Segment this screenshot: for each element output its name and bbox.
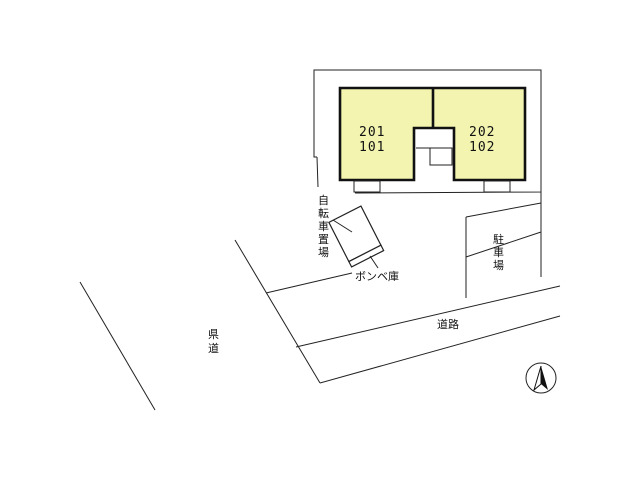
bicycle-parking-shed	[328, 205, 385, 268]
site-bottom-boundary	[266, 277, 541, 293]
gas-label-leader	[369, 255, 379, 269]
bicycle-parking-char-2: 転	[318, 207, 329, 220]
prefectural-road-label: 県 道	[208, 328, 219, 355]
prefectural-road-char-1: 県	[208, 328, 219, 341]
site-boundary-left	[316, 156, 319, 188]
bicycle-parking-char-5: 場	[318, 246, 329, 259]
bicycle-parking-char-4: 置	[318, 233, 329, 246]
parking-label: 駐 車 場	[493, 232, 504, 272]
parking-char-1: 駐	[493, 232, 504, 246]
site-lower-edge	[265, 272, 353, 294]
site-lower-edge-2	[380, 267, 541, 277]
road	[234, 239, 561, 384]
road-left-edge	[234, 239, 321, 384]
unit-label-101: 101	[359, 140, 385, 155]
bicycle-parking-char-1: 自	[318, 194, 329, 207]
unit-label-201: 201	[359, 125, 385, 140]
parking-top-edge	[465, 202, 542, 218]
north-icon	[525, 362, 557, 394]
road-edge-upper	[295, 285, 561, 348]
bicycle-parking-label: 自 転 車 置 場	[318, 194, 329, 259]
prefectural-road-char-2: 道	[208, 341, 219, 355]
gas-cylinder-storage-label: ボンベ庫	[355, 269, 399, 283]
entrance-step-left	[353, 180, 381, 193]
apartment-building	[338, 86, 527, 193]
parking-area	[465, 192, 542, 298]
gas-cylinder-box	[348, 244, 385, 268]
parking-divider	[465, 231, 542, 258]
unit-label-202: 202	[469, 125, 495, 140]
parking-char-2: 車	[493, 245, 504, 259]
road-edge-lower	[319, 315, 561, 384]
bicycle-parking-char-3: 車	[318, 219, 329, 233]
entrance-step-right	[483, 180, 511, 193]
building-outline	[338, 86, 527, 182]
bicycle-label-leader	[332, 219, 353, 233]
unit-label-102: 102	[469, 140, 495, 155]
stairwell	[429, 147, 453, 166]
road-label: 道路	[437, 317, 459, 331]
parking-char-3: 場	[493, 259, 504, 272]
prefectural-road-edge	[79, 281, 156, 411]
